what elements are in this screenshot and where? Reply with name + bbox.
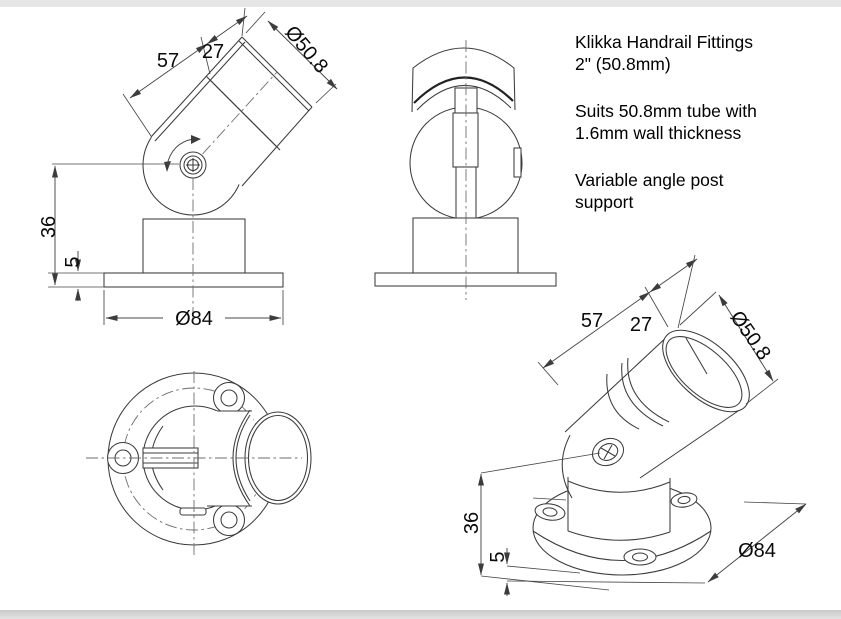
dim-base-diameter-side: Ø84: [175, 308, 213, 330]
set-screw-tab: [513, 147, 522, 178]
type-note: Variable angle post support: [575, 169, 810, 213]
top-frame-bar: [0, 0, 841, 7]
type-note-line2: support: [575, 192, 634, 212]
dim-insert-depth-side: 27: [202, 41, 224, 63]
dim-base-diameter-iso: Ø84: [738, 540, 776, 562]
product-title-line2: 2" (50.8mm): [575, 54, 671, 74]
side-view: 57 27 Ø50.8 36 5 Ø84: [38, 7, 338, 330]
bolt-hole: [534, 503, 566, 521]
dim-tube-diameter-side: Ø50.8: [280, 22, 332, 78]
fit-note: Suits 50.8mm tube with 1.6mm wall thickn…: [575, 100, 810, 144]
type-note-line1: Variable angle post: [575, 170, 724, 190]
front-view: [374, 40, 557, 300]
dim-insert-depth-iso: 27: [630, 314, 652, 336]
dim-base-thickness-iso: 5: [487, 551, 509, 562]
product-title-line1: Klikka Handrail Fittings: [575, 32, 753, 52]
bolt-hole: [212, 381, 246, 415]
fit-note-line1: Suits 50.8mm tube with: [575, 101, 757, 121]
dim-post-height-side: 36: [38, 216, 60, 238]
dim-tube-length-iso: 57: [581, 310, 603, 332]
bolt-hole: [623, 548, 657, 566]
bolt-hole: [670, 492, 698, 508]
bottom-frame-bar: [0, 610, 841, 619]
bolt-hole: [212, 503, 246, 537]
dim-base-thickness-side: 5: [62, 256, 84, 267]
product-title: Klikka Handrail Fittings 2" (50.8mm): [575, 31, 810, 75]
info-panel: Klikka Handrail Fittings 2" (50.8mm) Sui…: [575, 31, 810, 238]
fit-note-line2: 1.6mm wall thickness: [575, 123, 742, 143]
isometric-view: 57 27 Ø50.8 36 5 Ø84: [461, 254, 807, 596]
dim-post-height-iso: 36: [461, 512, 483, 534]
dim-tube-diameter-iso: Ø50.8: [726, 307, 775, 364]
top-view: [86, 371, 312, 556]
dim-tube-length-side: 57: [157, 50, 179, 72]
